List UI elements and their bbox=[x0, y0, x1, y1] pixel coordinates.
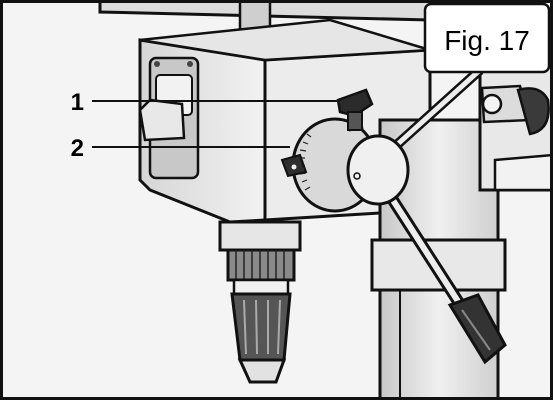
chuck-nose bbox=[237, 358, 287, 384]
bolt-head bbox=[481, 93, 503, 115]
chuck-knurl-upper bbox=[226, 248, 296, 282]
figure-label-box bbox=[423, 2, 551, 74]
screw-icon bbox=[154, 61, 160, 67]
lock-knob-stem bbox=[347, 111, 363, 131]
chuck-body bbox=[230, 292, 292, 362]
callout-number-1: 1 bbox=[71, 89, 84, 116]
switch-paddle bbox=[138, 98, 186, 142]
bracket-lock-handle bbox=[516, 87, 550, 136]
chuck-ring bbox=[232, 278, 290, 296]
chuck-grip-lines bbox=[243, 299, 281, 355]
screw-icon bbox=[187, 61, 193, 67]
feed-hub bbox=[346, 134, 410, 206]
spindle-collar bbox=[218, 220, 302, 252]
figure-label: Fig. 17 bbox=[444, 25, 530, 56]
hub-screw-icon bbox=[353, 172, 361, 180]
callout-number-2: 2 bbox=[71, 135, 84, 162]
chuck-knurl-lines bbox=[235, 250, 285, 280]
bracket-lower-plate bbox=[493, 153, 553, 192]
